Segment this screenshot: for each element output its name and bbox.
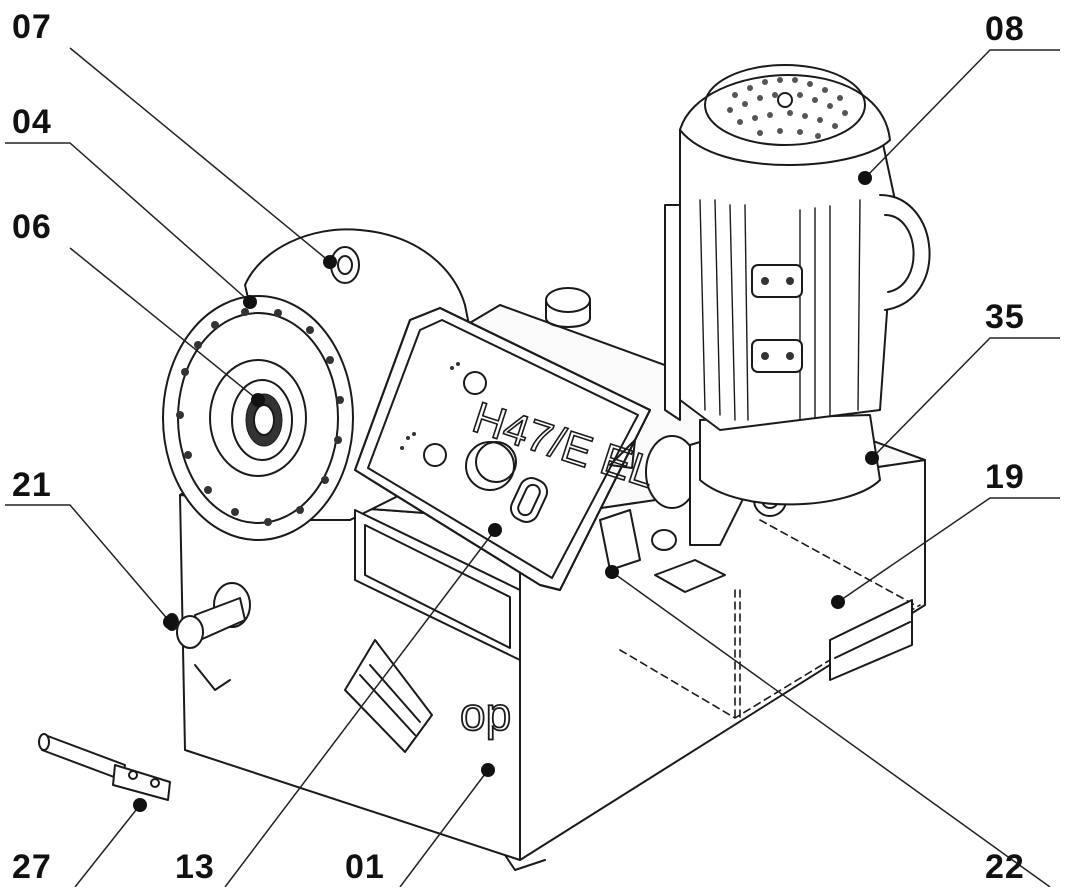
- leader-line-19: [837, 497, 1060, 603]
- leader-marker-21: [163, 615, 177, 629]
- leader-line-21: [5, 504, 171, 623]
- tool-pin: [38, 733, 171, 801]
- leader-marker-22: [605, 565, 619, 579]
- leader-markers: [133, 171, 879, 812]
- leader-marker-07: [323, 255, 337, 269]
- leader-line-22: [611, 571, 1051, 888]
- leader-marker-01: [481, 763, 495, 777]
- leader-line-08: [864, 49, 1060, 179]
- callout-08: 08: [985, 10, 1025, 48]
- callout-27: 27: [12, 848, 52, 886]
- callout-35: 35: [985, 298, 1025, 336]
- leader-marker-08: [858, 171, 872, 185]
- leader-marker-35: [865, 451, 879, 465]
- leader-lines: [5, 47, 1060, 888]
- callout-22: 22: [985, 848, 1025, 886]
- leader-line-27: [74, 804, 141, 888]
- leader-line-07: [69, 47, 331, 263]
- leader-marker-19: [831, 595, 845, 609]
- callout-13: 13: [175, 848, 215, 886]
- callout-06: 06: [12, 208, 52, 246]
- brand-logo-text: op: [460, 688, 511, 740]
- side-label-plate: [829, 599, 913, 681]
- control-panel: [353, 306, 652, 592]
- leader-marker-04: [243, 295, 257, 309]
- oil-filler-cap: [545, 287, 591, 328]
- callout-21: 21: [12, 466, 52, 504]
- callout-04: 04: [12, 103, 52, 141]
- leader-marker-13: [488, 523, 502, 537]
- leader-marker-06: [251, 393, 265, 407]
- electric-motor: [664, 64, 931, 506]
- leader-line-13: [224, 529, 496, 888]
- fan-cover-grille: [727, 77, 848, 139]
- front-rating-plate: [344, 639, 433, 753]
- callout-07: 07: [12, 8, 52, 46]
- leader-line-04: [5, 142, 251, 303]
- leader-line-35: [871, 337, 1060, 459]
- leader-line-01: [399, 769, 489, 888]
- callout-01: 01: [345, 848, 385, 886]
- callout-19: 19: [985, 458, 1025, 496]
- leader-line-06: [69, 247, 259, 401]
- leader-marker-27: [133, 798, 147, 812]
